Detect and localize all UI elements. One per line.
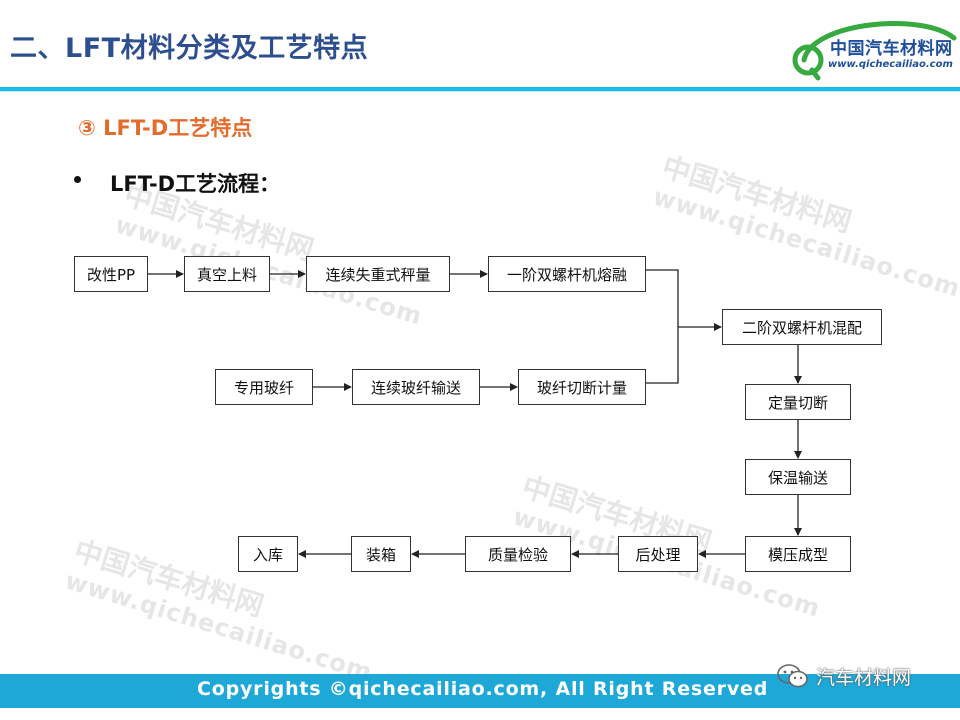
process-step-box: 二阶双螺杆机混配 bbox=[722, 309, 882, 345]
process-step-box: 真空上料 bbox=[184, 256, 270, 292]
site-logo: 中国汽车材料网 www.qichecailiao.com bbox=[782, 16, 957, 82]
section-subtitle: ③ LFT-D工艺特点 bbox=[78, 116, 253, 140]
process-step-box: 后处理 bbox=[618, 536, 698, 572]
page-title: 二、LFT材料分类及工艺特点 bbox=[10, 33, 369, 64]
process-step-box: 连续失重式秤量 bbox=[306, 256, 450, 292]
wechat-label: 汽车材料网 bbox=[816, 666, 912, 689]
title-divider bbox=[0, 87, 960, 91]
flow-line bbox=[646, 269, 679, 384]
bullet-heading: LFT-D工艺流程： bbox=[110, 172, 281, 196]
process-step-box: 专用玻纤 bbox=[215, 369, 313, 405]
process-step-box: 保温输送 bbox=[745, 459, 851, 495]
wechat-badge: 汽车材料网 bbox=[776, 662, 911, 690]
title-divider-light bbox=[0, 91, 960, 92]
process-step-box: 定量切断 bbox=[745, 384, 851, 420]
process-step-box: 一阶双螺杆机熔融 bbox=[488, 256, 646, 292]
process-step-box: 质量检验 bbox=[465, 536, 571, 572]
logo-url: www.qichecailiao.com bbox=[828, 59, 953, 70]
logo-name: 中国汽车材料网 bbox=[830, 39, 953, 59]
process-step-box: 玻纤切断计量 bbox=[518, 369, 646, 405]
bullet-dot-icon bbox=[74, 176, 81, 183]
logo-swoosh-icon bbox=[792, 21, 957, 81]
copyright-text: Copyrights ©qichecailiao.com, All Right … bbox=[197, 678, 769, 700]
process-step-box: 连续玻纤输送 bbox=[352, 369, 480, 405]
process-step-box: 装箱 bbox=[351, 536, 411, 572]
wechat-icon bbox=[777, 664, 808, 688]
process-step-box: 模压成型 bbox=[745, 536, 851, 572]
process-step-box: 改性PP bbox=[74, 256, 148, 292]
process-step-box: 入库 bbox=[238, 536, 298, 572]
